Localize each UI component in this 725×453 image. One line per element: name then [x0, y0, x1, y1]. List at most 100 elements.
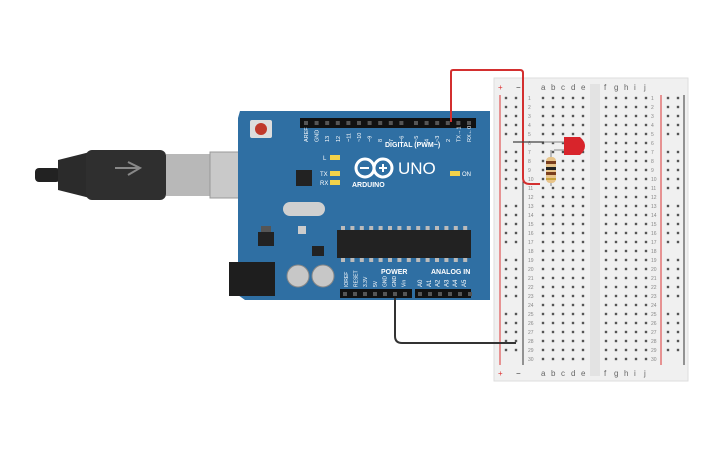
rail-hole[interactable] — [666, 204, 670, 208]
rail-hole[interactable] — [514, 285, 518, 289]
breadboard-hole[interactable] — [624, 177, 628, 181]
breadboard-hole[interactable] — [581, 132, 585, 136]
breadboard-hole[interactable] — [624, 96, 628, 100]
rail-hole[interactable] — [666, 285, 670, 289]
breadboard-hole[interactable] — [644, 204, 648, 208]
breadboard-hole[interactable] — [541, 249, 545, 253]
breadboard-hole[interactable] — [561, 204, 565, 208]
header-pin-hole[interactable] — [363, 292, 367, 296]
rail-hole[interactable] — [504, 186, 508, 190]
breadboard-hole[interactable] — [634, 159, 638, 163]
breadboard-hole[interactable] — [561, 339, 565, 343]
breadboard-hole[interactable] — [604, 123, 608, 127]
breadboard-hole[interactable] — [644, 231, 648, 235]
digital-pin-hole[interactable] — [388, 121, 393, 125]
rail-hole[interactable] — [666, 213, 670, 217]
breadboard-hole[interactable] — [614, 213, 618, 217]
breadboard-hole[interactable] — [571, 123, 575, 127]
breadboard-hole[interactable] — [571, 132, 575, 136]
breadboard-hole[interactable] — [541, 213, 545, 217]
breadboard-hole[interactable] — [624, 132, 628, 136]
breadboard-hole[interactable] — [634, 231, 638, 235]
breadboard-hole[interactable] — [581, 195, 585, 199]
breadboard-hole[interactable] — [551, 186, 555, 190]
breadboard-hole[interactable] — [581, 177, 585, 181]
breadboard-hole[interactable] — [644, 186, 648, 190]
rail-hole[interactable] — [676, 231, 680, 235]
breadboard-hole[interactable] — [634, 186, 638, 190]
breadboard-hole[interactable] — [581, 348, 585, 352]
breadboard-hole[interactable] — [561, 285, 565, 289]
breadboard-hole[interactable] — [561, 303, 565, 307]
breadboard-hole[interactable] — [634, 249, 638, 253]
breadboard-hole[interactable] — [561, 357, 565, 361]
rail-hole[interactable] — [666, 177, 670, 181]
rail-hole[interactable] — [504, 276, 508, 280]
breadboard-hole[interactable] — [561, 276, 565, 280]
rail-hole[interactable] — [676, 105, 680, 109]
digital-pin-hole[interactable] — [304, 121, 308, 125]
rail-hole[interactable] — [504, 168, 508, 172]
rail-hole[interactable] — [676, 285, 680, 289]
breadboard-hole[interactable] — [561, 150, 565, 154]
digital-pin-hole[interactable] — [445, 121, 450, 125]
rail-hole[interactable] — [666, 321, 670, 325]
breadboard-hole[interactable] — [624, 339, 628, 343]
breadboard-hole[interactable] — [581, 186, 585, 190]
breadboard-hole[interactable] — [541, 150, 545, 154]
led-component[interactable] — [544, 137, 585, 155]
breadboard-hole[interactable] — [571, 285, 575, 289]
breadboard-hole[interactable] — [541, 222, 545, 226]
breadboard-hole[interactable] — [604, 312, 608, 316]
breadboard-hole[interactable] — [614, 321, 618, 325]
rail-hole[interactable] — [514, 132, 518, 136]
breadboard-hole[interactable] — [541, 258, 545, 262]
breadboard-hole[interactable] — [634, 348, 638, 352]
rail-hole[interactable] — [676, 267, 680, 271]
breadboard-hole[interactable] — [604, 168, 608, 172]
breadboard-hole[interactable] — [614, 123, 618, 127]
rail-hole[interactable] — [504, 267, 508, 271]
breadboard-hole[interactable] — [541, 267, 545, 271]
breadboard-hole[interactable] — [614, 348, 618, 352]
breadboard-hole[interactable] — [571, 267, 575, 271]
breadboard-hole[interactable] — [561, 330, 565, 334]
breadboard-hole[interactable] — [624, 114, 628, 118]
breadboard-hole[interactable] — [604, 159, 608, 163]
rail-hole[interactable] — [504, 177, 508, 181]
breadboard-hole[interactable] — [634, 195, 638, 199]
digital-pin-hole[interactable] — [424, 121, 429, 125]
rail-hole[interactable] — [676, 96, 680, 100]
breadboard-hole[interactable] — [634, 240, 638, 244]
rail-hole[interactable] — [514, 105, 518, 109]
rail-hole[interactable] — [514, 150, 518, 154]
breadboard-hole[interactable] — [541, 276, 545, 280]
breadboard-hole[interactable] — [634, 321, 638, 325]
rail-hole[interactable] — [676, 222, 680, 226]
breadboard-hole[interactable] — [644, 96, 648, 100]
rail-hole[interactable] — [504, 294, 508, 298]
breadboard-hole[interactable] — [541, 294, 545, 298]
rail-hole[interactable] — [504, 285, 508, 289]
header-pin-hole[interactable] — [353, 292, 357, 296]
breadboard-hole[interactable] — [644, 132, 648, 136]
rail-hole[interactable] — [504, 330, 508, 334]
rail-hole[interactable] — [514, 159, 518, 163]
breadboard-hole[interactable] — [604, 204, 608, 208]
breadboard-hole[interactable] — [571, 186, 575, 190]
breadboard-hole[interactable] — [571, 177, 575, 181]
breadboard-hole[interactable] — [541, 303, 545, 307]
breadboard-hole[interactable] — [644, 123, 648, 127]
breadboard-hole[interactable] — [604, 150, 608, 154]
breadboard-hole[interactable] — [644, 294, 648, 298]
rail-hole[interactable] — [666, 105, 670, 109]
breadboard-hole[interactable] — [561, 267, 565, 271]
breadboard-hole[interactable] — [551, 114, 555, 118]
rail-hole[interactable] — [504, 105, 508, 109]
breadboard-hole[interactable] — [581, 321, 585, 325]
rail-hole[interactable] — [514, 123, 518, 127]
breadboard-hole[interactable] — [644, 168, 648, 172]
breadboard-hole[interactable] — [634, 105, 638, 109]
breadboard-hole[interactable] — [581, 123, 585, 127]
breadboard-hole[interactable] — [634, 285, 638, 289]
